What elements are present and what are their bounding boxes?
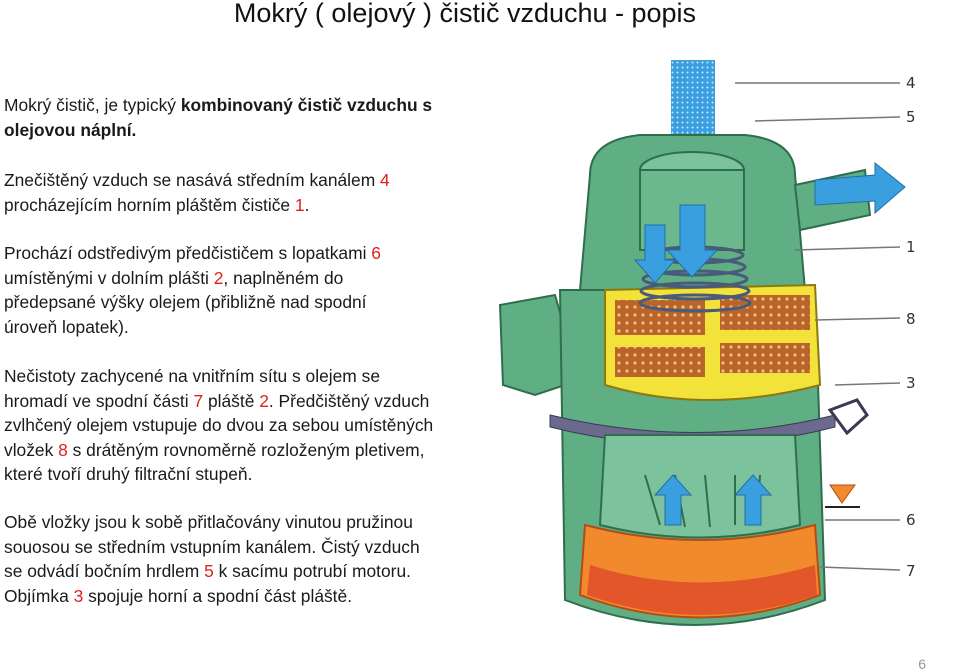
paragraph-3-line-3: předepsané výšky olejem (přibližně nad s… (4, 292, 367, 312)
callout-7: 7 (906, 562, 916, 580)
part-number: 2 (259, 390, 269, 411)
text-span: vložek (4, 439, 59, 460)
part-number: 7 (193, 390, 204, 411)
text-span: pláště (203, 390, 260, 411)
callout-3: 3 (906, 374, 916, 392)
paragraph-1-line-2: olejovou náplní. (4, 119, 137, 140)
text-span: umístěnými v dolním plášti (4, 267, 214, 288)
pre-cleaner (598, 434, 802, 539)
mounting-bracket (498, 293, 566, 397)
wire-mesh-upper-right (720, 295, 810, 330)
paragraph-4-line-1: Nečistoty zachycené na vnitřním sítu s o… (4, 366, 380, 386)
text-span: Objímka (4, 585, 74, 606)
clamp-lever (827, 398, 869, 436)
up-air-arrow (653, 474, 693, 526)
paragraph-3-line-4: úroveň lopatek). (4, 316, 129, 337)
callout-6: 6 (906, 511, 916, 529)
text-span: Prochází odstředivým předčističem s lopa… (4, 243, 372, 263)
paragraph-3-line-2: umístěnými v dolním plášti 2, naplněném … (4, 266, 514, 291)
text-span: . (304, 194, 310, 215)
paragraph-5-line-3: se odvádí bočním hrdlem 5 k sacímu potru… (4, 559, 514, 584)
wire-mesh-lower-right (720, 343, 810, 373)
outlet-air-arrow (814, 161, 906, 215)
callout-5: 5 (906, 108, 916, 126)
paragraph-2-line-2: procházejícím horním pláštěm čističe 1. (4, 193, 514, 218)
paragraph-4-line-4: vložek 8 s drátěným rovnoměrně rozložený… (4, 438, 514, 463)
slide-title: Mokrý ( olejový ) čistič vzduchu - popis (233, 0, 697, 28)
leader-lines (735, 82, 901, 571)
up-air-arrow-2 (733, 474, 773, 526)
paragraph-4-line-5: které tvoří druhý filtrační stupeň. (4, 464, 253, 484)
oil-level-mark (829, 484, 856, 504)
part-number: 5 (204, 561, 214, 581)
bold-text-span: kombinovaný čistič vzduchu s (180, 95, 433, 115)
text-span: Znečištěný vzduch se nasává středním kan… (4, 170, 381, 190)
paragraph-5-line-4: Objímka 3 spojuje horní a spodní část pl… (4, 584, 514, 609)
callout-4: 4 (906, 74, 916, 92)
part-number: 2 (213, 267, 224, 288)
paragraph-5-line-1: Obě vložky jsou k sobě přitlačovány vinu… (4, 512, 413, 532)
text-span: hromadí ve spodní části (4, 390, 194, 411)
part-number: 3 (73, 585, 84, 606)
paragraph-5-line-2: souosou se středním vstupním kanálem. Či… (4, 536, 420, 557)
text-span: , naplněném do (223, 267, 344, 288)
down-air-arrow (665, 204, 719, 278)
part-number: 6 (371, 243, 381, 263)
paragraph-2: Znečištěný vzduch se nasává středním kan… (4, 168, 514, 217)
wire-mesh-upper (615, 300, 705, 335)
paragraph-4-line-2: hromadí ve spodní části 7 pláště 2. Před… (4, 389, 514, 414)
paragraph-1: Mokrý čistič, je typický kombinovaný čis… (4, 93, 514, 142)
wire-mesh-lower (615, 347, 705, 377)
paragraph-4: Nečistoty zachycené na vnitřním sítu s o… (4, 364, 514, 487)
text-span: s drátěným rovnoměrně rozloženým pletive… (67, 439, 425, 460)
page-number: 6 (918, 656, 926, 672)
paragraph-3-line-1: Prochází odstředivým předčističem s lopa… (4, 241, 514, 266)
part-number: 1 (294, 194, 305, 215)
oil-sediment (587, 565, 817, 615)
text-span: se odvádí bočním hrdlem (4, 561, 205, 581)
paragraph-1-line-1: Mokrý čistič, je typický kombinovaný čis… (4, 93, 514, 118)
down-air-arrow-2 (633, 224, 677, 284)
paragraph-5: Obě vložky jsou k sobě přitlačovány vinu… (4, 510, 514, 608)
text-span: . Předčištěný vzduch (268, 390, 430, 411)
part-number: 8 (58, 439, 68, 460)
text-span: k sacímu potrubí motoru. (213, 561, 411, 581)
paragraph-2-line-1: Znečištěný vzduch se nasává středním kan… (4, 168, 514, 193)
text-span: spojuje horní a spodní část pláště. (83, 585, 353, 606)
part-number: 4 (380, 170, 390, 190)
paragraph-4-line-3: zvlhčený olejem vstupuje do dvou za sebo… (4, 415, 434, 435)
text-span: Mokrý čistič, je typický (4, 95, 181, 115)
text-span: procházejícím horním pláštěm čističe (4, 194, 295, 215)
callout-8: 8 (906, 310, 916, 328)
paragraph-3: Prochází odstředivým předčističem s lopa… (4, 241, 514, 339)
air-cleaner-illustration (498, 60, 906, 626)
callout-1: 1 (906, 238, 916, 256)
